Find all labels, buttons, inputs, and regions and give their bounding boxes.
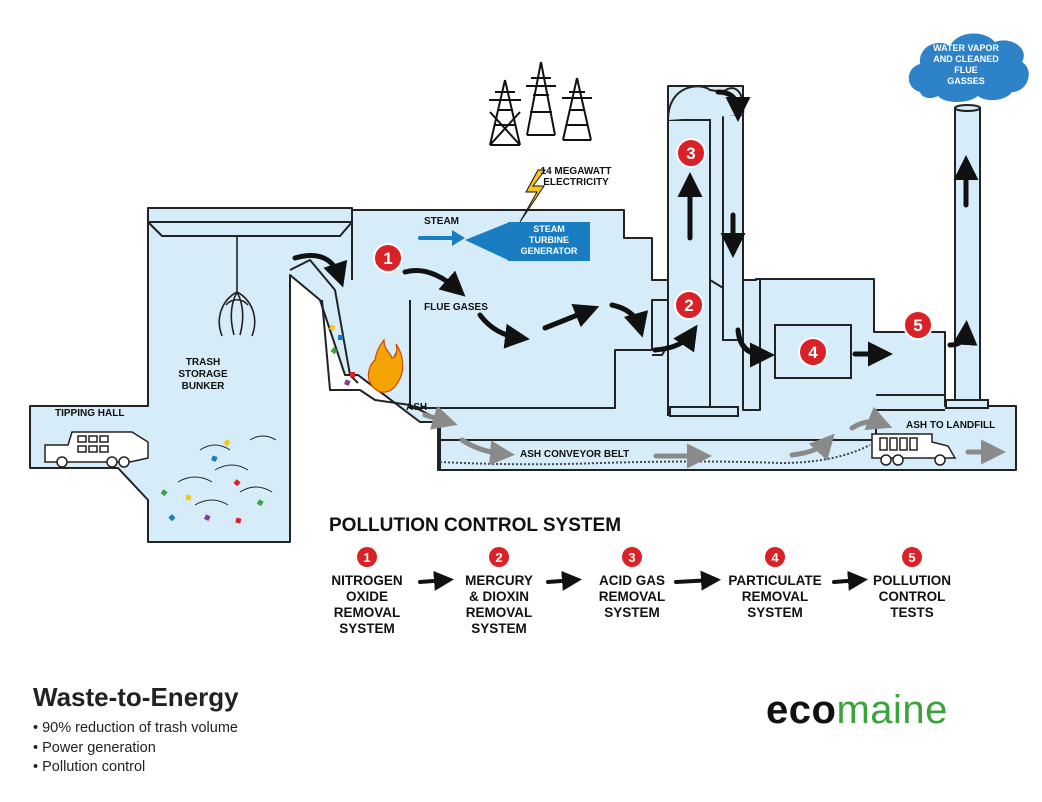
svg-text:TESTS: TESTS xyxy=(890,605,934,620)
footer-title: Waste-to-Energy xyxy=(33,682,239,712)
ash-conveyor-label: ASH CONVEYOR BELT xyxy=(520,449,629,460)
svg-text:SYSTEM: SYSTEM xyxy=(747,605,803,620)
footer-bullets: 90% reduction of trash volume Power gene… xyxy=(33,719,238,778)
svg-text:CONTROL: CONTROL xyxy=(879,589,946,604)
svg-text:ACID GAS: ACID GAS xyxy=(599,573,665,588)
megawatt-label-line2: ELECTRICITY xyxy=(543,177,609,188)
step-arrows xyxy=(418,570,868,591)
svg-text:4: 4 xyxy=(808,343,818,362)
ash-landfill-label: ASH TO LANDFILL xyxy=(906,420,995,431)
svg-text:1: 1 xyxy=(363,550,370,565)
facility-body xyxy=(29,85,1017,543)
svg-text:5: 5 xyxy=(908,550,915,565)
svg-text:SYSTEM: SYSTEM xyxy=(471,621,527,636)
steam-label: STEAM xyxy=(424,216,459,227)
flue-gases-label: FLUE GASES xyxy=(424,302,488,313)
step-3: 3 ACID GAS REMOVAL SYSTEM xyxy=(599,547,666,620)
step-4: 4 PARTICULATE REMOVAL SYSTEM xyxy=(728,547,822,620)
svg-text:REMOVAL: REMOVAL xyxy=(466,605,533,620)
ash-truck-icon xyxy=(871,433,957,466)
lightning-bolt-icon xyxy=(519,169,546,223)
cloud-label-line2: AND CLEANED xyxy=(933,54,999,64)
garbage-truck-icon xyxy=(44,431,149,468)
bunker-label-line3: BUNKER xyxy=(182,381,226,392)
turbine-label-line2: TURBINE xyxy=(529,235,569,245)
pollution-control-title: POLLUTION CONTROL SYSTEM xyxy=(329,515,622,536)
turbine-label-line3: GENERATOR xyxy=(521,246,578,256)
svg-text:REMOVAL: REMOVAL xyxy=(334,605,401,620)
cloud-label-line4: GASSES xyxy=(947,76,985,86)
cloud-icon xyxy=(908,33,1029,102)
diagram-number-1: 1 xyxy=(373,243,403,273)
svg-text:SYSTEM: SYSTEM xyxy=(339,621,395,636)
svg-text:PARTICULATE: PARTICULATE xyxy=(728,573,821,588)
bunker-label-line1: TRASH xyxy=(186,357,220,368)
ecomaine-logo: ecomaine xyxy=(766,688,948,732)
svg-text:REMOVAL: REMOVAL xyxy=(742,589,809,604)
crane-claw-icon xyxy=(218,236,256,337)
svg-text:POLLUTION: POLLUTION xyxy=(873,573,951,588)
steam-turbine-generator xyxy=(465,222,590,261)
svg-text:2: 2 xyxy=(684,296,693,315)
cloud-label-line3: FLUE xyxy=(954,65,978,75)
steam-arrow xyxy=(452,230,465,246)
svg-text:& DIOXIN: & DIOXIN xyxy=(469,589,529,604)
diagram-number-5: 5 xyxy=(903,310,933,340)
logo-part1: eco xyxy=(766,688,837,732)
bullet-item: 90% reduction of trash volume xyxy=(33,719,238,739)
turbine-label-line1: STEAM xyxy=(533,224,565,234)
trash-pile xyxy=(160,435,277,524)
bunker-label-line2: STORAGE xyxy=(178,369,228,380)
svg-text:2: 2 xyxy=(495,550,502,565)
svg-text:5: 5 xyxy=(913,316,922,335)
ash-label: ASH xyxy=(406,402,427,413)
step-1: 1 NITROGEN OXIDE REMOVAL SYSTEM xyxy=(331,547,403,636)
power-line-towers-icon xyxy=(489,61,592,146)
svg-text:MERCURY: MERCURY xyxy=(465,573,533,588)
megawatt-label-line1: 14 MEGAWATT xyxy=(541,166,612,177)
svg-text:1: 1 xyxy=(383,249,392,268)
flame-icon xyxy=(367,338,404,393)
bullet-item: Power generation xyxy=(33,739,238,759)
svg-text:REMOVAL: REMOVAL xyxy=(599,589,666,604)
svg-text:3: 3 xyxy=(628,550,635,565)
smoke-stack xyxy=(945,104,989,409)
diagram-number-2: 2 xyxy=(674,290,704,320)
ash-arrows xyxy=(422,405,1006,469)
svg-text:3: 3 xyxy=(686,144,695,163)
step-2: 2 MERCURY & DIOXIN REMOVAL SYSTEM xyxy=(465,547,533,636)
cloud-label-line1: WATER VAPOR xyxy=(933,43,999,53)
svg-text:OXIDE: OXIDE xyxy=(346,589,388,604)
svg-text:4: 4 xyxy=(771,550,779,565)
svg-text:NITROGEN: NITROGEN xyxy=(331,573,402,588)
pollution-control-steps: 1 NITROGEN OXIDE REMOVAL SYSTEM 2 MERCUR… xyxy=(331,547,951,636)
svg-text:SYSTEM: SYSTEM xyxy=(604,605,660,620)
flow-arrows xyxy=(292,89,979,368)
logo-part2: maine xyxy=(836,688,948,732)
diagram-number-3: 3 xyxy=(676,138,706,168)
diagram-number-4: 4 xyxy=(798,337,828,367)
step-5: 5 POLLUTION CONTROL TESTS xyxy=(873,547,951,620)
scrubber-tower xyxy=(667,85,745,417)
tipping-hall-label: TIPPING HALL xyxy=(55,408,124,419)
bullet-item: Pollution control xyxy=(33,758,238,778)
